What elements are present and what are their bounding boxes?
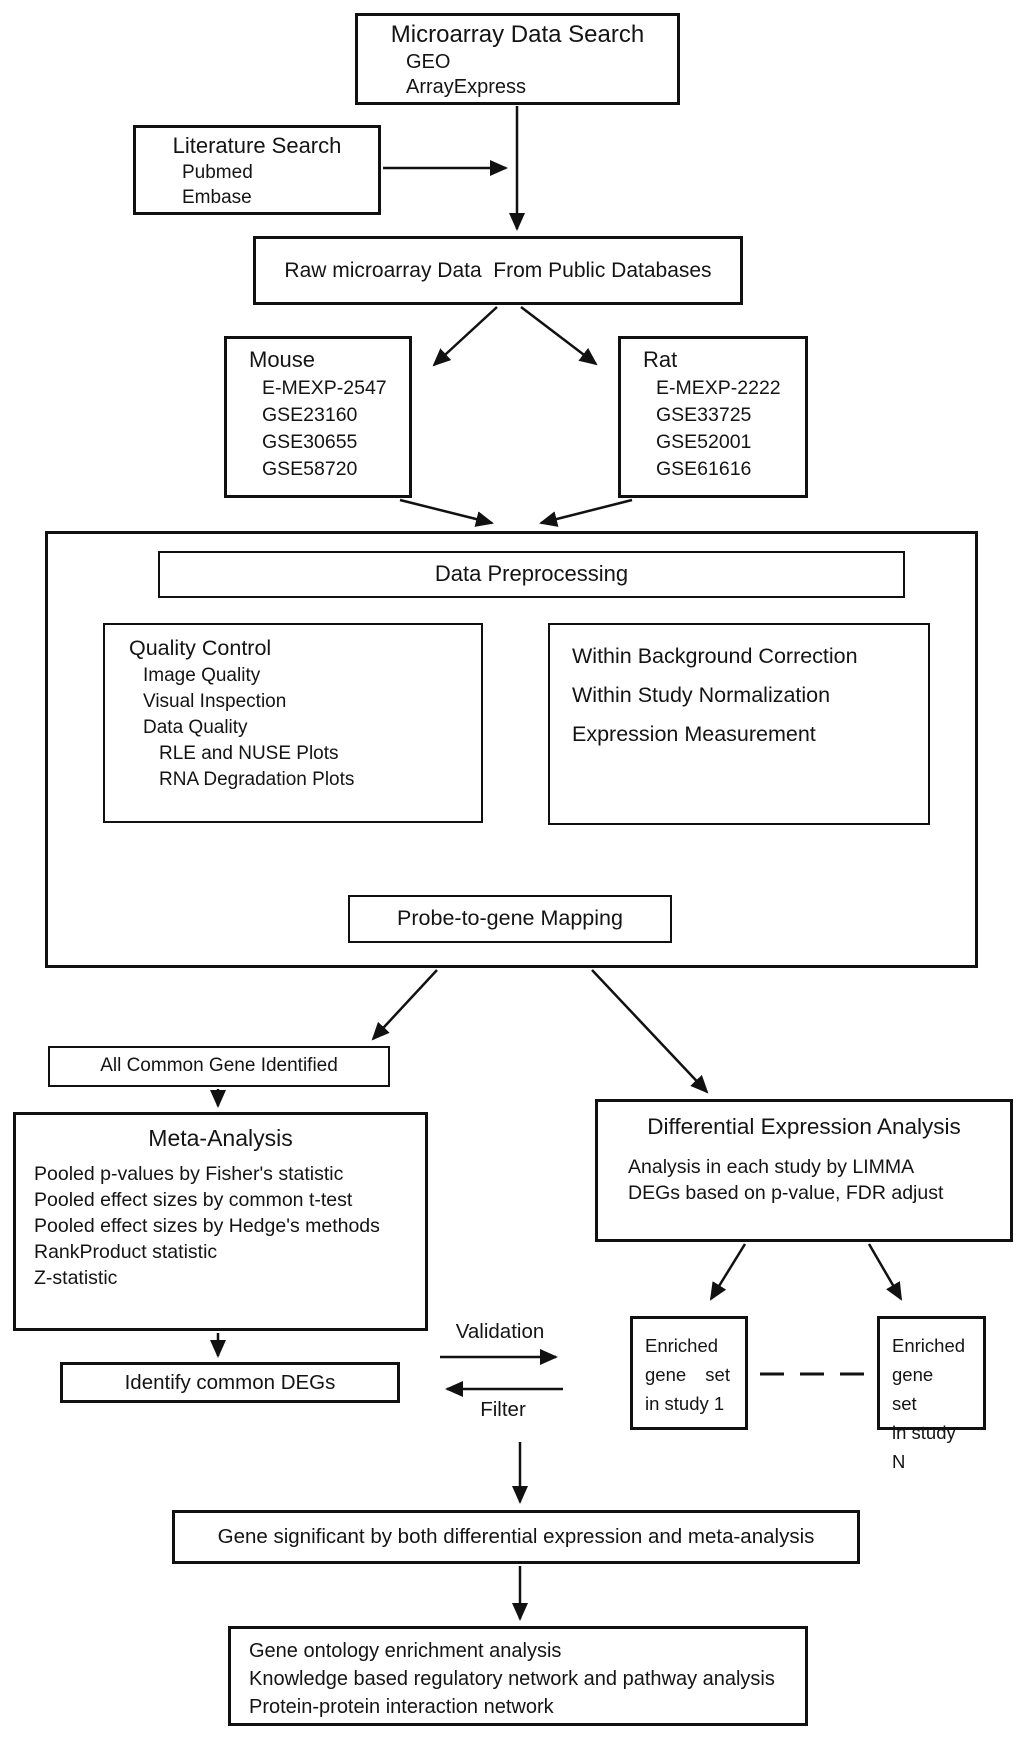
box-microarray-data-search: Microarray Data Search GEO ArrayExpress bbox=[355, 13, 680, 105]
box-title: Probe-to-gene Mapping bbox=[397, 906, 623, 930]
arrow-preprocessing-to-dea bbox=[591, 969, 709, 1094]
box-title: Quality Control bbox=[129, 636, 272, 660]
box-line: Image Quality bbox=[143, 665, 261, 686]
box-downstream-analysis: Gene ontology enrichment analysis Knowle… bbox=[228, 1626, 808, 1726]
box-line: GSE23160 bbox=[262, 404, 358, 426]
box-line: Within Study Normalization bbox=[572, 683, 831, 707]
box-line: E-MEXP-2222 bbox=[656, 377, 781, 399]
box-title: All Common Gene Identified bbox=[100, 1055, 338, 1076]
arrow-raw-to-rat bbox=[520, 306, 598, 366]
box-line: Embase bbox=[182, 187, 252, 208]
box-line: Analysis in each study by LIMMA bbox=[628, 1156, 915, 1178]
box-line: Z-statistic bbox=[34, 1267, 118, 1289]
box-line: Visual Inspection bbox=[143, 691, 287, 712]
box-title: Differential Expression Analysis bbox=[647, 1114, 961, 1139]
box-differential-expression-analysis: Differential Expression Analysis Analysi… bbox=[595, 1099, 1013, 1242]
box-title: Rat bbox=[643, 347, 678, 372]
box-rat-datasets: Rat E-MEXP-2222 GSE33725 GSE52001 GSE616… bbox=[618, 336, 808, 498]
box-line: GSE30655 bbox=[262, 431, 358, 453]
box-within-study-processing: Within Background Correction Within Stud… bbox=[548, 623, 930, 825]
edge-label-filter: Filter bbox=[480, 1398, 526, 1421]
box-line: GEO bbox=[406, 51, 451, 73]
box-line: RankProduct statistic bbox=[34, 1241, 218, 1263]
box-literature-search: Literature Search Pubmed Embase bbox=[133, 125, 381, 215]
box-raw-microarray-data: Raw microarray Data From Public Database… bbox=[253, 236, 743, 305]
arrow-raw-to-mouse bbox=[432, 306, 498, 367]
box-title: Raw microarray Data From Public Database… bbox=[284, 259, 712, 282]
edge-label-validation: Validation bbox=[455, 1320, 545, 1343]
box-all-common-gene-identified: All Common Gene Identified bbox=[48, 1046, 390, 1087]
box-subline: RNA Degradation Plots bbox=[159, 769, 355, 790]
box-title: Identify common DEGs bbox=[124, 1371, 336, 1394]
box-line: GSE52001 bbox=[656, 431, 752, 453]
box-line: Expression Measurement bbox=[572, 722, 816, 746]
box-line: in study 1 bbox=[645, 1393, 725, 1414]
box-identify-common-degs: Identify common DEGs bbox=[60, 1362, 400, 1403]
box-subline: RLE and NUSE Plots bbox=[159, 743, 339, 764]
arrow-dea-to-enrichedN bbox=[867, 1243, 903, 1301]
box-line: gene set bbox=[645, 1364, 730, 1385]
arrow-rat-to-preprocessing bbox=[539, 498, 633, 527]
box-line: GSE58720 bbox=[262, 458, 358, 480]
box-quality-control: Quality Control Image Quality Visual Ins… bbox=[103, 623, 483, 823]
box-line: gene set bbox=[892, 1364, 934, 1414]
box-title: Data Preprocessing bbox=[434, 561, 629, 586]
box-probe-to-gene-mapping: Probe-to-gene Mapping bbox=[348, 895, 672, 943]
arrow-mouse-to-preprocessing bbox=[399, 498, 494, 527]
box-line: DEGs based on p-value, FDR adjust bbox=[628, 1182, 944, 1204]
box-line: GSE61616 bbox=[656, 458, 752, 480]
box-data-preprocessing-header: Data Preprocessing bbox=[158, 551, 905, 598]
box-title: Gene significant by both differential ex… bbox=[217, 1525, 815, 1548]
box-line: Pooled effect sizes by common t-test bbox=[34, 1189, 353, 1211]
box-title: Literature Search bbox=[172, 133, 342, 158]
box-line: Knowledge based regulatory network and p… bbox=[249, 1668, 775, 1690]
arrow-dea-to-enriched1 bbox=[709, 1243, 747, 1301]
box-line: Enriched bbox=[892, 1335, 966, 1356]
box-title: Meta-Analysis bbox=[148, 1125, 293, 1151]
box-title: Microarray Data Search bbox=[390, 21, 645, 48]
box-line: ArrayExpress bbox=[406, 76, 527, 98]
box-line: Gene ontology enrichment analysis bbox=[249, 1640, 562, 1662]
box-title: Mouse bbox=[249, 347, 316, 372]
box-line: GSE33725 bbox=[656, 404, 752, 426]
box-line: Pooled effect sizes by Hedge's methods bbox=[34, 1215, 380, 1237]
box-line: Pubmed bbox=[182, 162, 253, 183]
box-line: Enriched bbox=[645, 1335, 719, 1356]
box-meta-analysis: Meta-Analysis Pooled p-values by Fisher'… bbox=[13, 1112, 428, 1331]
box-line: Data Quality bbox=[143, 717, 248, 738]
box-gene-significant: Gene significant by both differential ex… bbox=[172, 1510, 860, 1564]
box-line: Pooled p-values by Fisher's statistic bbox=[34, 1163, 344, 1185]
box-enriched-gene-set-study-n: Enriched gene set in study N bbox=[877, 1316, 986, 1472]
box-line: Within Background Correction bbox=[572, 644, 858, 668]
box-enriched-gene-set-study-1: Enriched gene set in study 1 bbox=[630, 1316, 748, 1430]
box-mouse-datasets: Mouse E-MEXP-2547 GSE23160 GSE30655 GSE5… bbox=[224, 336, 412, 498]
box-line: E-MEXP-2547 bbox=[262, 377, 387, 399]
box-line: Protein-protein interaction network bbox=[249, 1696, 554, 1718]
box-line: in study N bbox=[892, 1422, 956, 1472]
arrow-preprocessing-to-allcommon bbox=[371, 969, 438, 1041]
